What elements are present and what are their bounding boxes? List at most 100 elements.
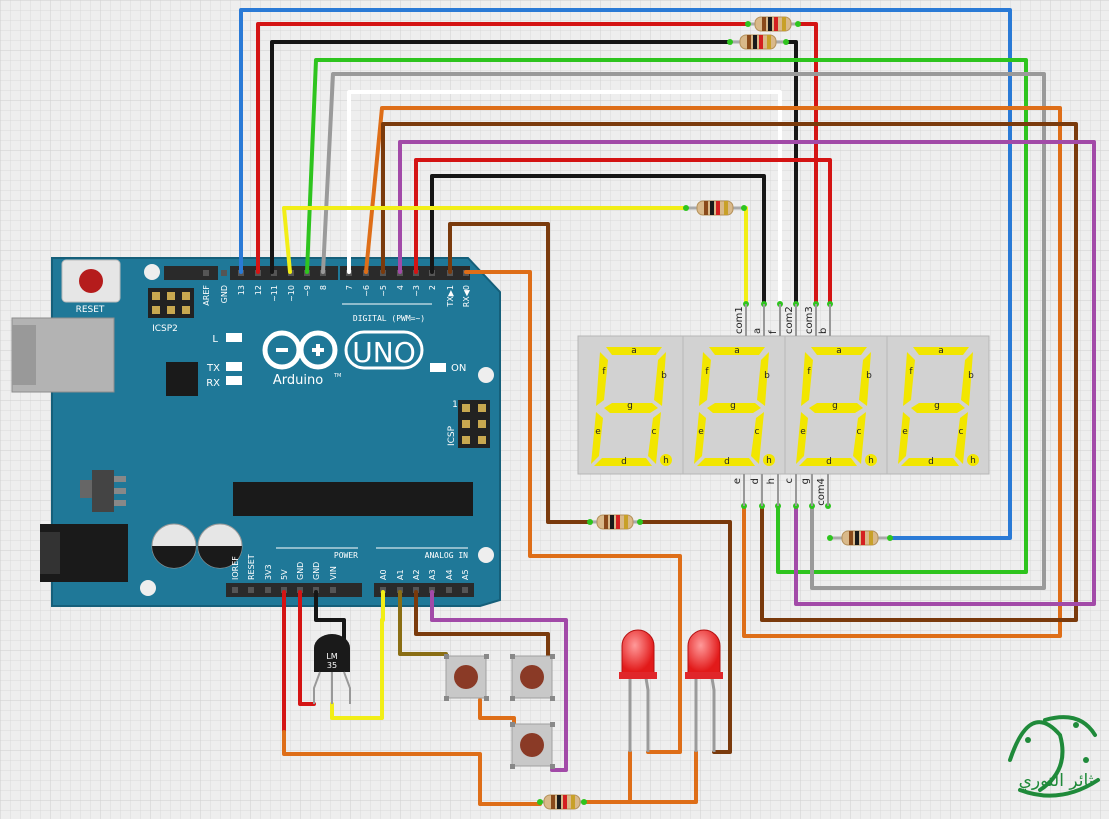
mount-hole xyxy=(140,580,156,596)
segment-label: f xyxy=(705,367,709,377)
power-pin-label: 3V3 xyxy=(264,564,273,580)
icsp-header xyxy=(458,400,490,448)
digital-pin-label: 8 xyxy=(319,285,328,290)
icsp2-header xyxy=(148,288,194,318)
usb-chip xyxy=(166,362,198,396)
resistor-band xyxy=(616,515,620,529)
segment-g xyxy=(809,403,863,413)
segment-label: d xyxy=(928,457,934,467)
segment-label: d xyxy=(826,457,832,467)
push-button-leg xyxy=(444,654,449,659)
led-leg xyxy=(694,677,716,752)
resistor-band xyxy=(762,17,766,31)
wire-led-common xyxy=(628,750,698,804)
wire-pin5-segd xyxy=(381,122,1078,622)
resistor-band xyxy=(774,17,778,31)
reset-button[interactable] xyxy=(79,269,103,293)
power-pin-label: GND xyxy=(296,562,305,580)
segment-f xyxy=(801,352,813,406)
resistor xyxy=(537,794,587,810)
display-bottom-pin-label: h xyxy=(766,478,777,484)
push-button[interactable] xyxy=(510,722,555,769)
segment-label: e xyxy=(698,427,704,437)
push-button-leg xyxy=(550,654,555,659)
on-label: ON xyxy=(451,363,466,374)
push-button-leg xyxy=(550,764,555,769)
wire-a0-lm35 xyxy=(330,590,385,720)
segment-h-dot xyxy=(763,454,775,466)
wire-a2-button2 xyxy=(414,590,550,660)
resistor-band xyxy=(710,201,714,215)
led-rx xyxy=(226,376,242,385)
analog-pin-label: A4 xyxy=(445,569,454,580)
digital-pin-label: 2 xyxy=(428,285,437,290)
display-top-pin-label: com1 xyxy=(734,306,745,334)
segment-e xyxy=(591,412,603,464)
header-pin xyxy=(221,270,227,276)
resistor-endpoint xyxy=(741,205,747,211)
arduino-logo: UNO Arduino TM xyxy=(262,330,424,388)
push-button-leg xyxy=(550,696,555,701)
push-button-leg xyxy=(510,722,515,727)
segment-b xyxy=(757,352,769,406)
resistor-endpoint xyxy=(581,799,587,805)
display-top-pin-label: f xyxy=(768,330,779,334)
watermark-text: ثائر التوري xyxy=(1019,771,1094,791)
segment-a xyxy=(709,347,765,355)
push-buttons xyxy=(444,654,555,769)
push-button-body xyxy=(445,655,487,699)
resistor-endpoint xyxy=(827,535,833,541)
resistor-endpoint xyxy=(537,799,543,805)
segment-label: e xyxy=(902,427,908,437)
logo-model: UNO xyxy=(352,336,415,369)
power-pin-label: 5V xyxy=(280,569,289,580)
segment-label: c xyxy=(755,427,760,437)
analog-pin-label: A1 xyxy=(396,569,405,580)
digital-pin-label: ~5 xyxy=(379,285,388,297)
resistor-band xyxy=(759,35,763,49)
wire-resistor-segb xyxy=(796,22,818,306)
capacitor xyxy=(151,523,197,569)
header-digital-low xyxy=(340,266,470,280)
display-bottom-pin-label: c xyxy=(784,478,795,484)
tx-label: TX xyxy=(206,363,220,374)
segment-a xyxy=(606,347,662,355)
segment-g xyxy=(911,403,965,413)
header-pin xyxy=(248,587,254,593)
push-button-leg xyxy=(484,696,489,701)
resistor-band xyxy=(557,795,561,809)
segment-label: a xyxy=(836,346,842,356)
display-bottom-pin-label: g xyxy=(800,478,811,484)
push-button-leg xyxy=(510,764,515,769)
segment-label: g xyxy=(832,401,838,411)
segment-c xyxy=(955,412,968,464)
display-bottom-pin-label: com4 xyxy=(816,478,827,506)
icsp-pin1-label: 1 xyxy=(452,400,458,410)
logo-brand: Arduino xyxy=(273,373,323,388)
resistor-endpoint xyxy=(745,21,751,27)
segment-label: h xyxy=(663,456,669,466)
segment-label: c xyxy=(857,427,862,437)
segment-label: a xyxy=(938,346,944,356)
digital-pin-label: GND xyxy=(220,285,229,303)
reset-label: RESET xyxy=(76,305,105,315)
resistor-band xyxy=(624,515,628,529)
header-aref xyxy=(164,266,218,280)
segment-b xyxy=(654,352,666,406)
wire-resistor-com1 xyxy=(742,206,748,306)
segment-label: d xyxy=(724,457,730,467)
analog-pin-label: A2 xyxy=(412,569,421,580)
wire-pin4-segh xyxy=(398,140,1096,606)
push-button-cap xyxy=(454,665,478,689)
header-pin xyxy=(232,587,238,593)
resistor-band xyxy=(855,531,859,545)
segment-label: g xyxy=(627,401,633,411)
segment-label: b xyxy=(866,371,872,381)
wire-a1-button1 xyxy=(398,590,448,656)
resistor-endpoint xyxy=(887,535,893,541)
push-button[interactable] xyxy=(444,654,489,701)
resistor-band xyxy=(571,795,575,809)
push-button[interactable] xyxy=(510,654,555,701)
resistor-band xyxy=(610,515,614,529)
